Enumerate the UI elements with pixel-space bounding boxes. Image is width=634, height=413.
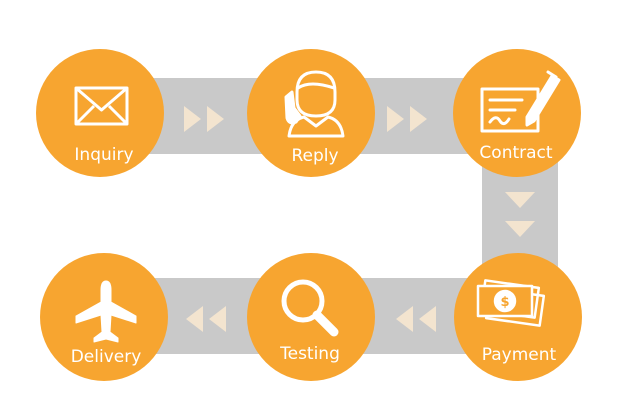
arrow-right-2b: [410, 106, 427, 132]
step-inquiry-circle: [36, 49, 164, 177]
svg-text:$: $: [500, 295, 509, 310]
person-phone-icon: [284, 70, 345, 138]
arrow-left-1a: [419, 306, 436, 332]
step-contract-label: Contract: [479, 143, 552, 163]
step-reply: Reply: [247, 49, 375, 177]
step-payment: $ Payment: [454, 253, 582, 381]
step-delivery: Delivery: [40, 253, 168, 381]
airplane-icon: [75, 280, 137, 343]
magnifier-icon: [281, 279, 339, 337]
step-testing-label: Testing: [279, 344, 340, 364]
step-inquiry: Inquiry: [36, 49, 164, 177]
arrow-right-1b: [207, 106, 224, 132]
arrow-right-1a: [184, 106, 201, 132]
arrow-right-2a: [387, 106, 404, 132]
step-inquiry-label: Inquiry: [74, 145, 133, 165]
money-icon: $: [476, 279, 546, 327]
arrow-left-1b: [396, 306, 413, 332]
step-testing: Testing: [247, 253, 375, 381]
step-delivery-label: Delivery: [71, 347, 142, 367]
arrow-down-b: [505, 221, 535, 237]
step-payment-label: Payment: [482, 345, 557, 365]
step-contract: Contract: [453, 49, 581, 177]
step-reply-circle: [247, 49, 375, 177]
arrow-left-2b: [186, 306, 203, 332]
step-reply-label: Reply: [291, 146, 338, 166]
arrow-left-2a: [209, 306, 226, 332]
direction-arrows: [184, 106, 535, 332]
contract-pen-icon: [480, 70, 561, 133]
arrow-down-a: [505, 192, 535, 208]
envelope-icon: [74, 86, 129, 126]
